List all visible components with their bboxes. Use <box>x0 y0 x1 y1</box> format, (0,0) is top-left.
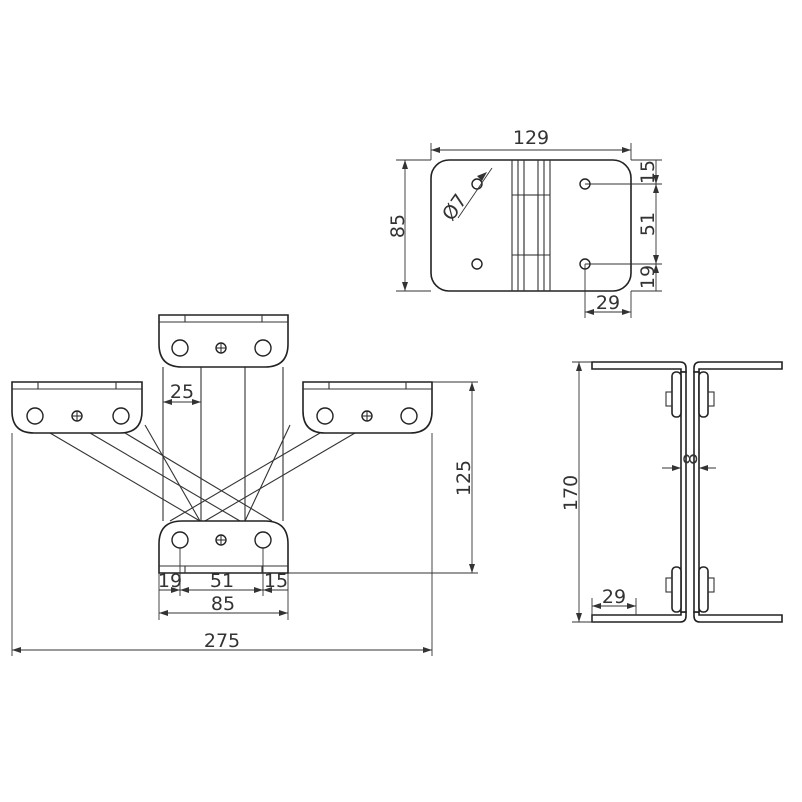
side-top-flange <box>591 361 687 373</box>
plate-width-label: 85 <box>211 593 235 615</box>
left-bracket <box>11 381 143 434</box>
side-height-label: 170 <box>560 475 582 511</box>
top-view: Ø7 129 85 15 51 19 29 <box>387 127 662 318</box>
seg-mid-label: 51 <box>210 570 234 592</box>
side-view: 8 170 29 <box>560 361 783 623</box>
gap-label: 8 <box>680 453 702 465</box>
top-view-plate <box>430 159 632 292</box>
top-height-label: 85 <box>387 214 409 238</box>
top-bracket <box>158 314 289 368</box>
top-view-hole <box>471 258 483 270</box>
rise-label: 125 <box>453 460 475 496</box>
front-view: 25 125 19 51 15 85 275 <box>11 314 478 656</box>
hole-spacing-bottom-label: 19 <box>637 265 659 289</box>
arm-width-label: 25 <box>170 381 194 403</box>
side-bottom-flange <box>591 611 687 623</box>
total-width-label: 275 <box>204 630 240 652</box>
top-view-hole <box>471 178 483 190</box>
flange-offset-label: 29 <box>602 586 626 608</box>
seg-left-label: 19 <box>158 570 182 592</box>
side-knuckle <box>671 371 682 418</box>
right-bracket <box>302 381 433 434</box>
top-width-label: 129 <box>513 127 549 149</box>
hole-spacing-top-label: 15 <box>637 160 659 184</box>
hole-spacing-mid-label: 51 <box>637 212 659 236</box>
hole-offset-label: 29 <box>596 292 620 314</box>
seg-right-label: 15 <box>264 570 288 592</box>
